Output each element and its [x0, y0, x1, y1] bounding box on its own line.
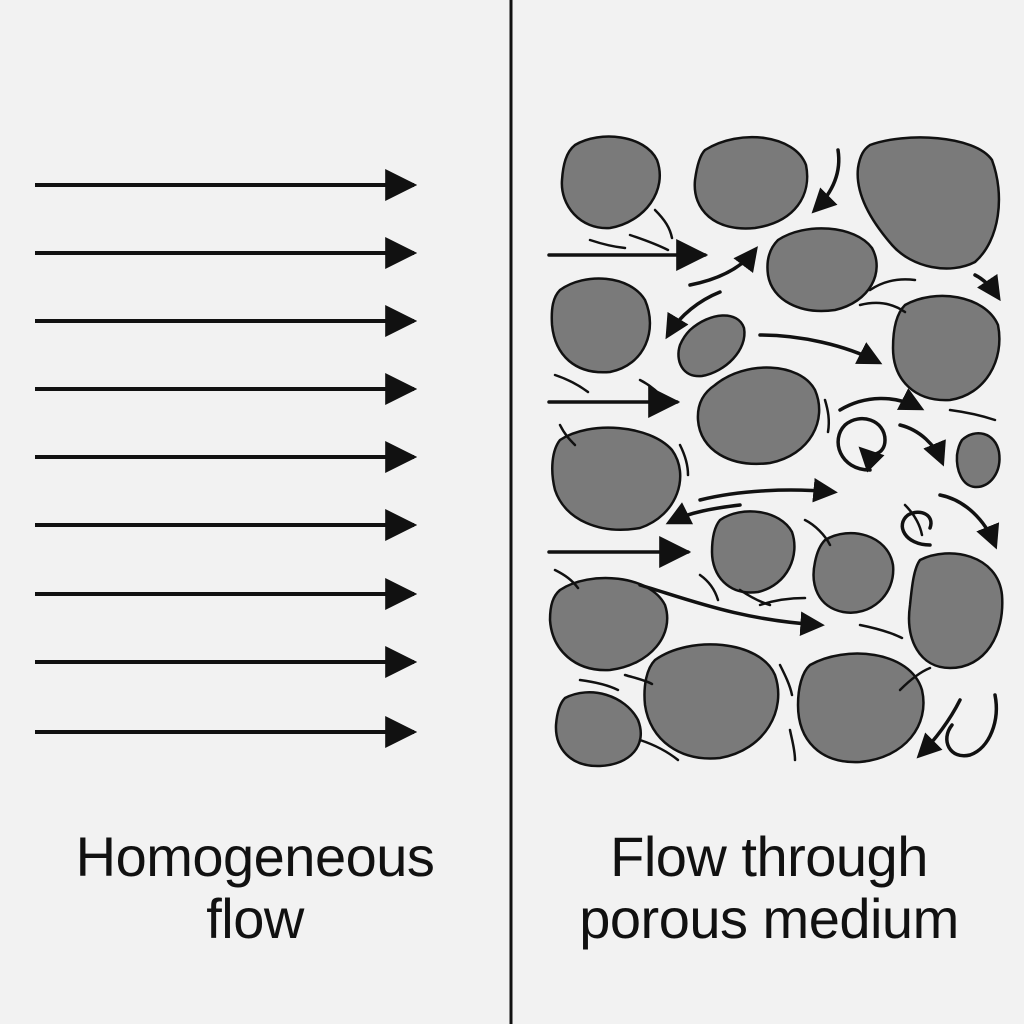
caption-line: Flow through — [610, 825, 928, 888]
porous-grains — [548, 135, 1004, 768]
caption-line: Homogeneous — [75, 825, 435, 888]
grain — [766, 227, 878, 313]
streak — [638, 378, 667, 402]
grain — [560, 135, 662, 230]
curved-arrow — [811, 148, 841, 214]
streak — [788, 728, 797, 762]
curved-arrow — [838, 388, 925, 412]
grain — [955, 432, 1001, 489]
streak — [578, 678, 620, 692]
grain — [856, 136, 1001, 270]
grain — [554, 691, 643, 768]
curved-arrow — [688, 246, 758, 287]
grain — [812, 531, 895, 614]
curved-arrow — [945, 693, 998, 758]
grain — [796, 652, 925, 764]
curved-arrow — [638, 583, 825, 636]
streak — [558, 423, 577, 447]
porous-flow-caption: Flow through porous medium — [514, 826, 1024, 950]
streak — [803, 518, 832, 547]
streak — [588, 238, 627, 250]
grain — [550, 277, 652, 374]
grain — [891, 294, 1001, 402]
curved-arrow — [916, 698, 962, 759]
homogeneous-flow-caption: Homogeneous flow — [0, 826, 510, 950]
streak — [638, 738, 680, 762]
curved-arrow — [836, 416, 887, 473]
curved-arrow — [665, 290, 722, 340]
grain — [710, 510, 796, 594]
flow-streaks — [553, 208, 997, 762]
curved-arrow — [665, 502, 742, 525]
grain — [551, 426, 682, 531]
streak — [553, 373, 590, 394]
streak — [858, 301, 907, 314]
streak — [738, 588, 772, 607]
streak — [858, 623, 904, 640]
curved-arrow — [973, 273, 1001, 302]
curved-arrow — [698, 477, 838, 503]
streak — [698, 573, 720, 602]
curved-arrow — [898, 423, 946, 467]
grain — [548, 576, 669, 672]
curved-arrow — [900, 510, 933, 547]
streak — [948, 408, 997, 422]
streak — [898, 666, 932, 692]
porous-flow-arrows — [547, 148, 1001, 759]
curved-arrow — [938, 493, 1000, 550]
caption-line: porous medium — [579, 887, 959, 950]
homogeneous-arrows — [35, 169, 418, 748]
grain — [696, 366, 821, 466]
streak — [903, 503, 924, 537]
streak — [778, 663, 794, 697]
streak — [623, 673, 654, 686]
streak — [823, 398, 831, 434]
curved-arrow — [758, 333, 883, 365]
streak — [553, 568, 580, 590]
grain — [677, 314, 746, 378]
grain — [643, 643, 780, 760]
streak — [653, 208, 674, 240]
caption-line: flow — [206, 887, 304, 950]
streak — [628, 233, 670, 252]
grain — [693, 135, 809, 230]
streak — [868, 278, 917, 292]
streak — [678, 443, 690, 477]
grain — [907, 552, 1004, 670]
